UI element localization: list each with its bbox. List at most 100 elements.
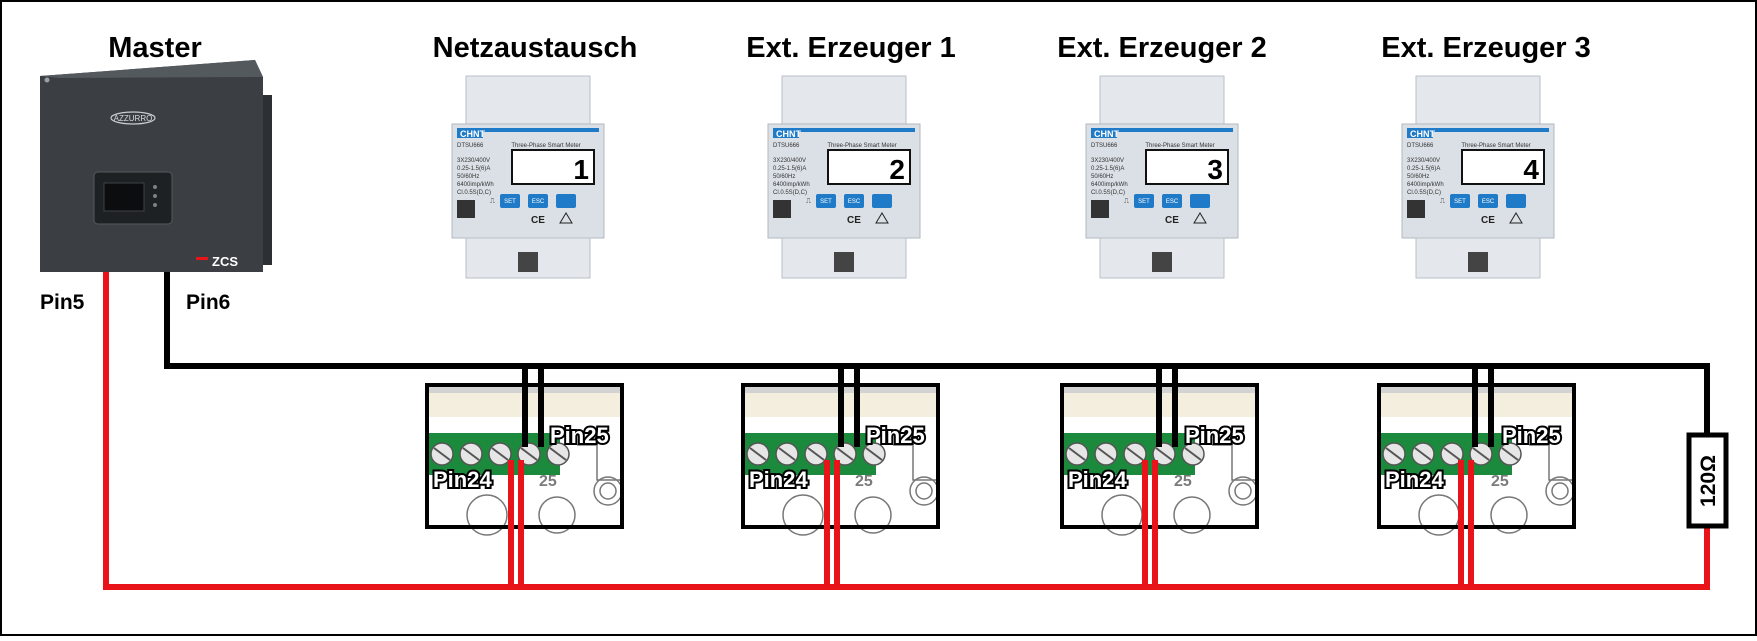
meter-number: 4 [1523,154,1539,185]
meter-spec: 6400imp/kWh [1407,182,1444,188]
housing-edge [1212,444,1257,481]
meter-spec: 3X230/400V [1407,158,1440,164]
inverter-screen [103,182,145,212]
meter-title: Ext. Erzeuger 1 [746,32,956,64]
master-title: Master [108,32,202,64]
resistor-body [1686,432,1729,529]
meter-top-cap [465,75,591,129]
meter-product-name: Three-Phase Smart Meter [1461,143,1530,149]
meter-accent-bar [1407,128,1549,132]
pin24-label: Pin24 [1385,467,1444,492]
screw-slot [433,447,451,461]
bus-tap-red [824,460,840,587]
pin6-label: Pin6 [186,291,230,314]
meter-spec: 50/60Hz [457,174,479,180]
bus-tap-red [1142,460,1158,587]
meter-spec: 6400imp/kWh [1091,182,1128,188]
inverter-side-fins [263,95,272,265]
rs485-bus [103,272,1710,590]
inverter-led [153,185,157,189]
terminal-hole [1173,496,1211,534]
terminal-number-25: 25 [1491,473,1509,490]
meter-qr-code [1091,200,1109,218]
set-button[interactable] [1134,194,1154,208]
termination-resistor: 120Ω [1686,432,1729,529]
warning-triangle-icon [1193,212,1207,224]
terminal-hole [1551,482,1569,500]
screw-slot [1501,447,1519,461]
bus-tap-black [522,366,544,447]
terminal-hole [599,482,617,500]
bus-tap-black [838,366,860,447]
meter-spec: Cl.0.5S(D,C) [457,190,491,196]
meter-accent-bar [773,128,915,132]
esc-button[interactable] [1478,194,1498,208]
meter-brand-tag [1091,128,1117,138]
meter-top-cap [1415,75,1541,129]
housing-edge [1529,444,1574,481]
zcs-logo: ZCS [212,254,238,269]
meter-spec: 50/60Hz [1091,174,1113,180]
bus-tap-red [1458,460,1474,587]
resistor-label: 120Ω [1697,455,1720,507]
screw-slot [1414,447,1432,461]
meter-title: Ext. Erzeuger 3 [1381,32,1591,64]
set-button-label: SET [1138,199,1150,205]
set-button-label: SET [820,199,832,205]
pulse-led-icon: ⎍ [1440,198,1445,205]
terminal-hole [1490,496,1528,534]
pin5-label: Pin5 [40,291,85,314]
esc-button[interactable] [1162,194,1182,208]
meter-product-name: Three-Phase Smart Meter [827,143,896,149]
meter-spec: 50/60Hz [773,174,795,180]
terminal-hole [915,482,933,500]
esc-button[interactable] [844,194,864,208]
meter-product-name: Three-Phase Smart Meter [1145,143,1214,149]
screw-slot [836,447,854,461]
meter-spec: 0.25-1.5(6)A [1407,166,1440,172]
enter-button[interactable] [1506,194,1526,208]
meter-model: DTSU666 [773,143,800,149]
meter-brand: CHNT [776,129,801,139]
esc-button[interactable] [528,194,548,208]
terminal-hole [1234,482,1252,500]
set-button[interactable] [500,194,520,208]
pin25-label: Pin25 [866,423,925,448]
esc-button-label: ESC [848,199,861,205]
meter-spec: 0.25-1.5(6)A [457,166,490,172]
meter-title: Netzaustausch [433,32,638,64]
meter-number: 1 [573,154,589,185]
set-button[interactable] [1450,194,1470,208]
enter-button[interactable] [1190,194,1210,208]
meter-lcd [1145,149,1229,185]
enter-button[interactable] [872,194,892,208]
enter-button[interactable] [556,194,576,208]
meter-spec: 50/60Hz [1407,174,1429,180]
set-button-label: SET [1454,199,1466,205]
meter-spec: 0.25-1.5(6)A [773,166,806,172]
meter-brand-tag [457,128,483,138]
bus-wire-black [164,272,1710,435]
terminal-hole [854,496,892,534]
esc-button-label: ESC [532,199,545,205]
screw-slot [778,447,796,461]
zcs-logo-mark [196,257,208,260]
screw-slot [1126,447,1144,461]
meter-lcd [827,149,911,185]
set-button[interactable] [816,194,836,208]
meter-model: DTSU666 [457,143,484,149]
screw-slot [1385,447,1403,461]
meter-qr-code [773,200,791,218]
meter-label-qr [1468,252,1488,272]
screw-slot [1097,447,1115,461]
meter-spec: Cl.0.5S(D,C) [1407,190,1441,196]
screw-slot [749,447,767,461]
meter-accent-bar [1091,128,1233,132]
inverter-led [153,194,157,198]
bus-tap-red [508,460,524,587]
pulse-led-icon: ⎍ [1124,198,1129,205]
